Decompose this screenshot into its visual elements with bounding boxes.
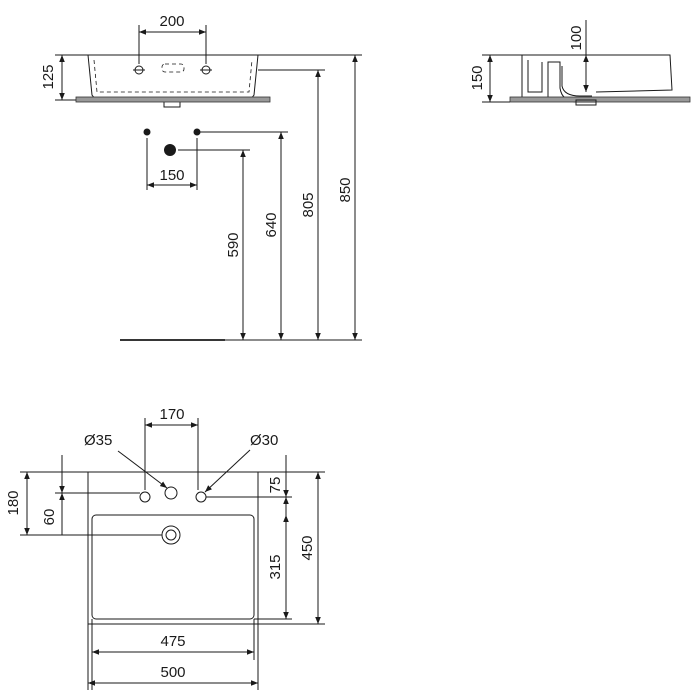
dim-top-height: 850 [337, 177, 354, 202]
dim-side-hole-diameter: Ø30 [250, 432, 278, 449]
supply-point-right [193, 128, 201, 136]
dim-bowl-depth: 315 [267, 554, 284, 579]
dim-center-hole-diameter: Ø35 [84, 432, 112, 449]
dim-total-depth: 450 [299, 535, 316, 560]
drain-point [164, 144, 176, 156]
dim-hole-offset: 60 [41, 509, 58, 526]
dim-bowl-width: 475 [160, 633, 185, 650]
dim-tap-hole-spacing: 200 [159, 13, 184, 30]
dim-side-depth: 100 [568, 25, 585, 50]
dim-drain-height: 590 [225, 232, 242, 257]
dim-side-hole-spacing: 150 [159, 167, 184, 184]
front-counter [75, 96, 271, 103]
overflow-hole-outer [161, 525, 181, 545]
supply-point-left [143, 128, 151, 136]
overflow-hole-inner [165, 529, 177, 541]
dim-bottom-height: 805 [300, 192, 317, 217]
side-counter [509, 96, 691, 103]
tap-hole-center [164, 486, 178, 500]
top-view: 170 Ø35 Ø30 180 60 75 315 450 475 [5, 406, 325, 690]
dim-front-height: 125 [40, 64, 57, 89]
dim-supply-height: 640 [263, 212, 280, 237]
dim-back-to-holes: 75 [267, 477, 284, 494]
dim-total-width: 500 [160, 664, 185, 681]
dim-top-hole-spacing: 170 [159, 406, 184, 423]
front-view: 200 125 150 590 640 805 850 [40, 13, 362, 341]
side-view: 150 100 [469, 20, 691, 106]
tap-hole-right [195, 491, 207, 503]
dim-hole-row-depth: 180 [5, 490, 22, 515]
dim-side-height: 150 [469, 65, 486, 90]
tap-hole-left [139, 491, 151, 503]
